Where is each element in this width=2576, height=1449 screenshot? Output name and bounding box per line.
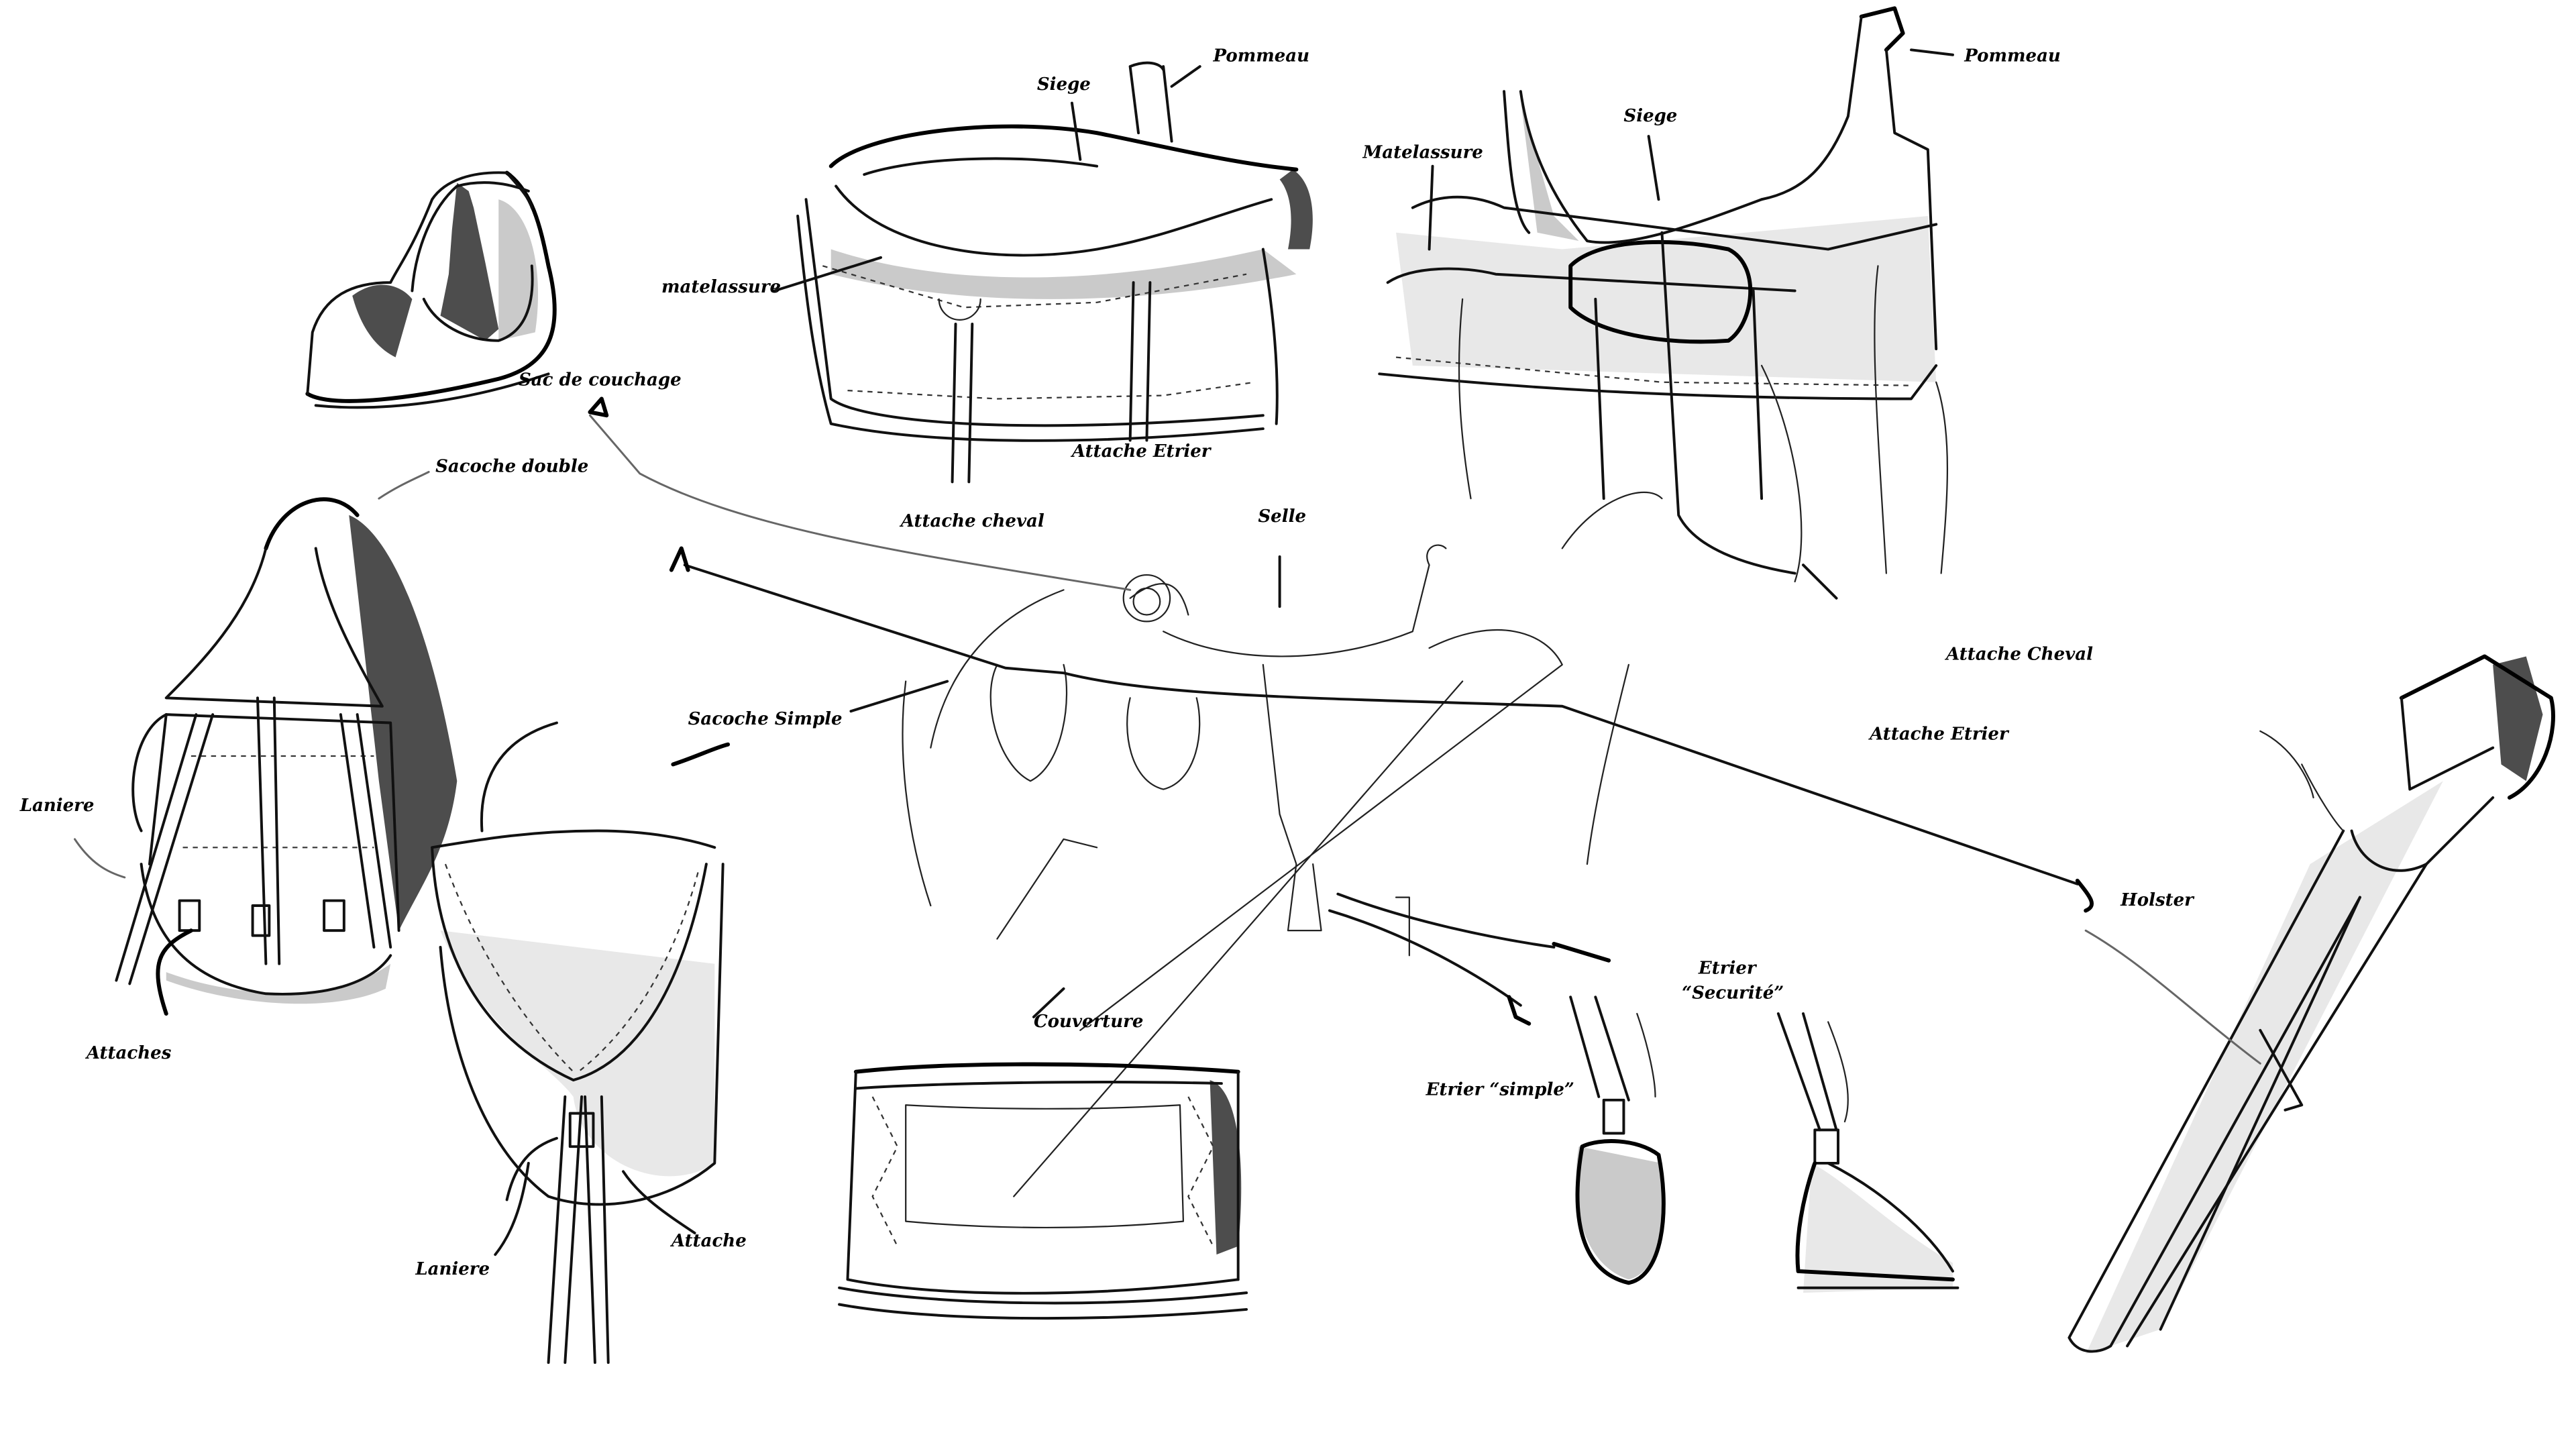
- leader-sacoche-simple: [849, 680, 949, 713]
- leader-siege-front: [1070, 101, 1082, 161]
- label-saddle-side-attache-etrier: Attache Etrier: [1868, 724, 2010, 744]
- label-saddle-front-pommeau: Pommeau: [1213, 46, 1310, 66]
- sleeping-bag-drawing: [305, 170, 557, 409]
- label-double-laniere: Laniere: [19, 796, 95, 816]
- double-saddlebag-drawing: [73, 471, 458, 1016]
- label-saddle-front-attache-cheval: Attache cheval: [899, 511, 1044, 531]
- label-double-attaches: Attaches: [85, 1043, 172, 1063]
- label-sacoche-double: Sacoche double: [435, 456, 588, 476]
- label-saddle-front-siege: Siege: [1037, 74, 1091, 95]
- leader-etrier-simple: [1328, 909, 1522, 1007]
- label-couverture: Couverture: [1034, 1012, 1143, 1032]
- blanket-drawing: [838, 1062, 1248, 1320]
- label-etrier-securite-line1: Etrier: [1698, 959, 1758, 979]
- leader-sacoche-double-to-horse: [683, 564, 2079, 885]
- leader-sac-de-couchage: [588, 414, 1132, 591]
- hook-etrier-simple: [1507, 995, 1532, 1026]
- leader-couverture: [1032, 987, 1065, 1018]
- label-etrier-simple: Etrier “simple”: [1426, 1079, 1574, 1099]
- leader-siege-side: [1647, 135, 1660, 201]
- label-saddle-front-attache-etrier: Attache Etrier: [1070, 441, 1212, 462]
- label-simple-laniere: Laniere: [415, 1259, 490, 1279]
- hook-etrier-securite: [1552, 942, 1611, 963]
- holster-drawing: [2068, 654, 2555, 1354]
- label-saddle-side-matelassure: Matelassure: [1362, 142, 1483, 162]
- hook-left: [669, 546, 690, 572]
- hook-holster: [2075, 878, 2094, 913]
- leader-pommeau-side: [1910, 48, 1954, 56]
- single-saddlebag-drawing: [431, 721, 731, 1364]
- horse-overview-drawing: [902, 491, 1663, 1197]
- label-simple-attache: Attache: [669, 1231, 747, 1251]
- label-saddle-front-matelassure: matelassure: [661, 277, 781, 297]
- leader-attache-single: [622, 1170, 696, 1234]
- label-sacoche-simple: Sacoche Simple: [688, 709, 843, 729]
- saddle-side-drawing: [1378, 6, 1949, 583]
- leader-attache-cheval-side: [1802, 564, 1838, 600]
- saddle-front-drawing: [796, 61, 1313, 484]
- label-saddle-side-attache-cheval: Attache Cheval: [1944, 644, 2093, 664]
- label-saddle-side-pommeau: Pommeau: [1964, 46, 2061, 66]
- stirrup-safety-drawing: [1776, 1012, 1960, 1293]
- leader-pommeau-front: [1170, 65, 1201, 88]
- stirrup-simple-drawing: [1569, 996, 1666, 1285]
- label-etrier-securite-line2: “Securité”: [1682, 983, 1784, 1004]
- leader-laniere-single: [494, 1161, 530, 1256]
- label-sac-de-couchage: Sac de couchage: [519, 370, 682, 390]
- leader-etrier-securite: [1336, 892, 1556, 949]
- label-holster: Holster: [2120, 890, 2195, 910]
- leader-matelassure-side: [1428, 164, 1434, 251]
- leader-sac-de-couchage-hook: [588, 396, 609, 418]
- label-selle: Selle: [1258, 506, 1306, 527]
- label-saddle-side-siege: Siege: [1623, 106, 1677, 126]
- leader-matelassure-front: [773, 256, 883, 292]
